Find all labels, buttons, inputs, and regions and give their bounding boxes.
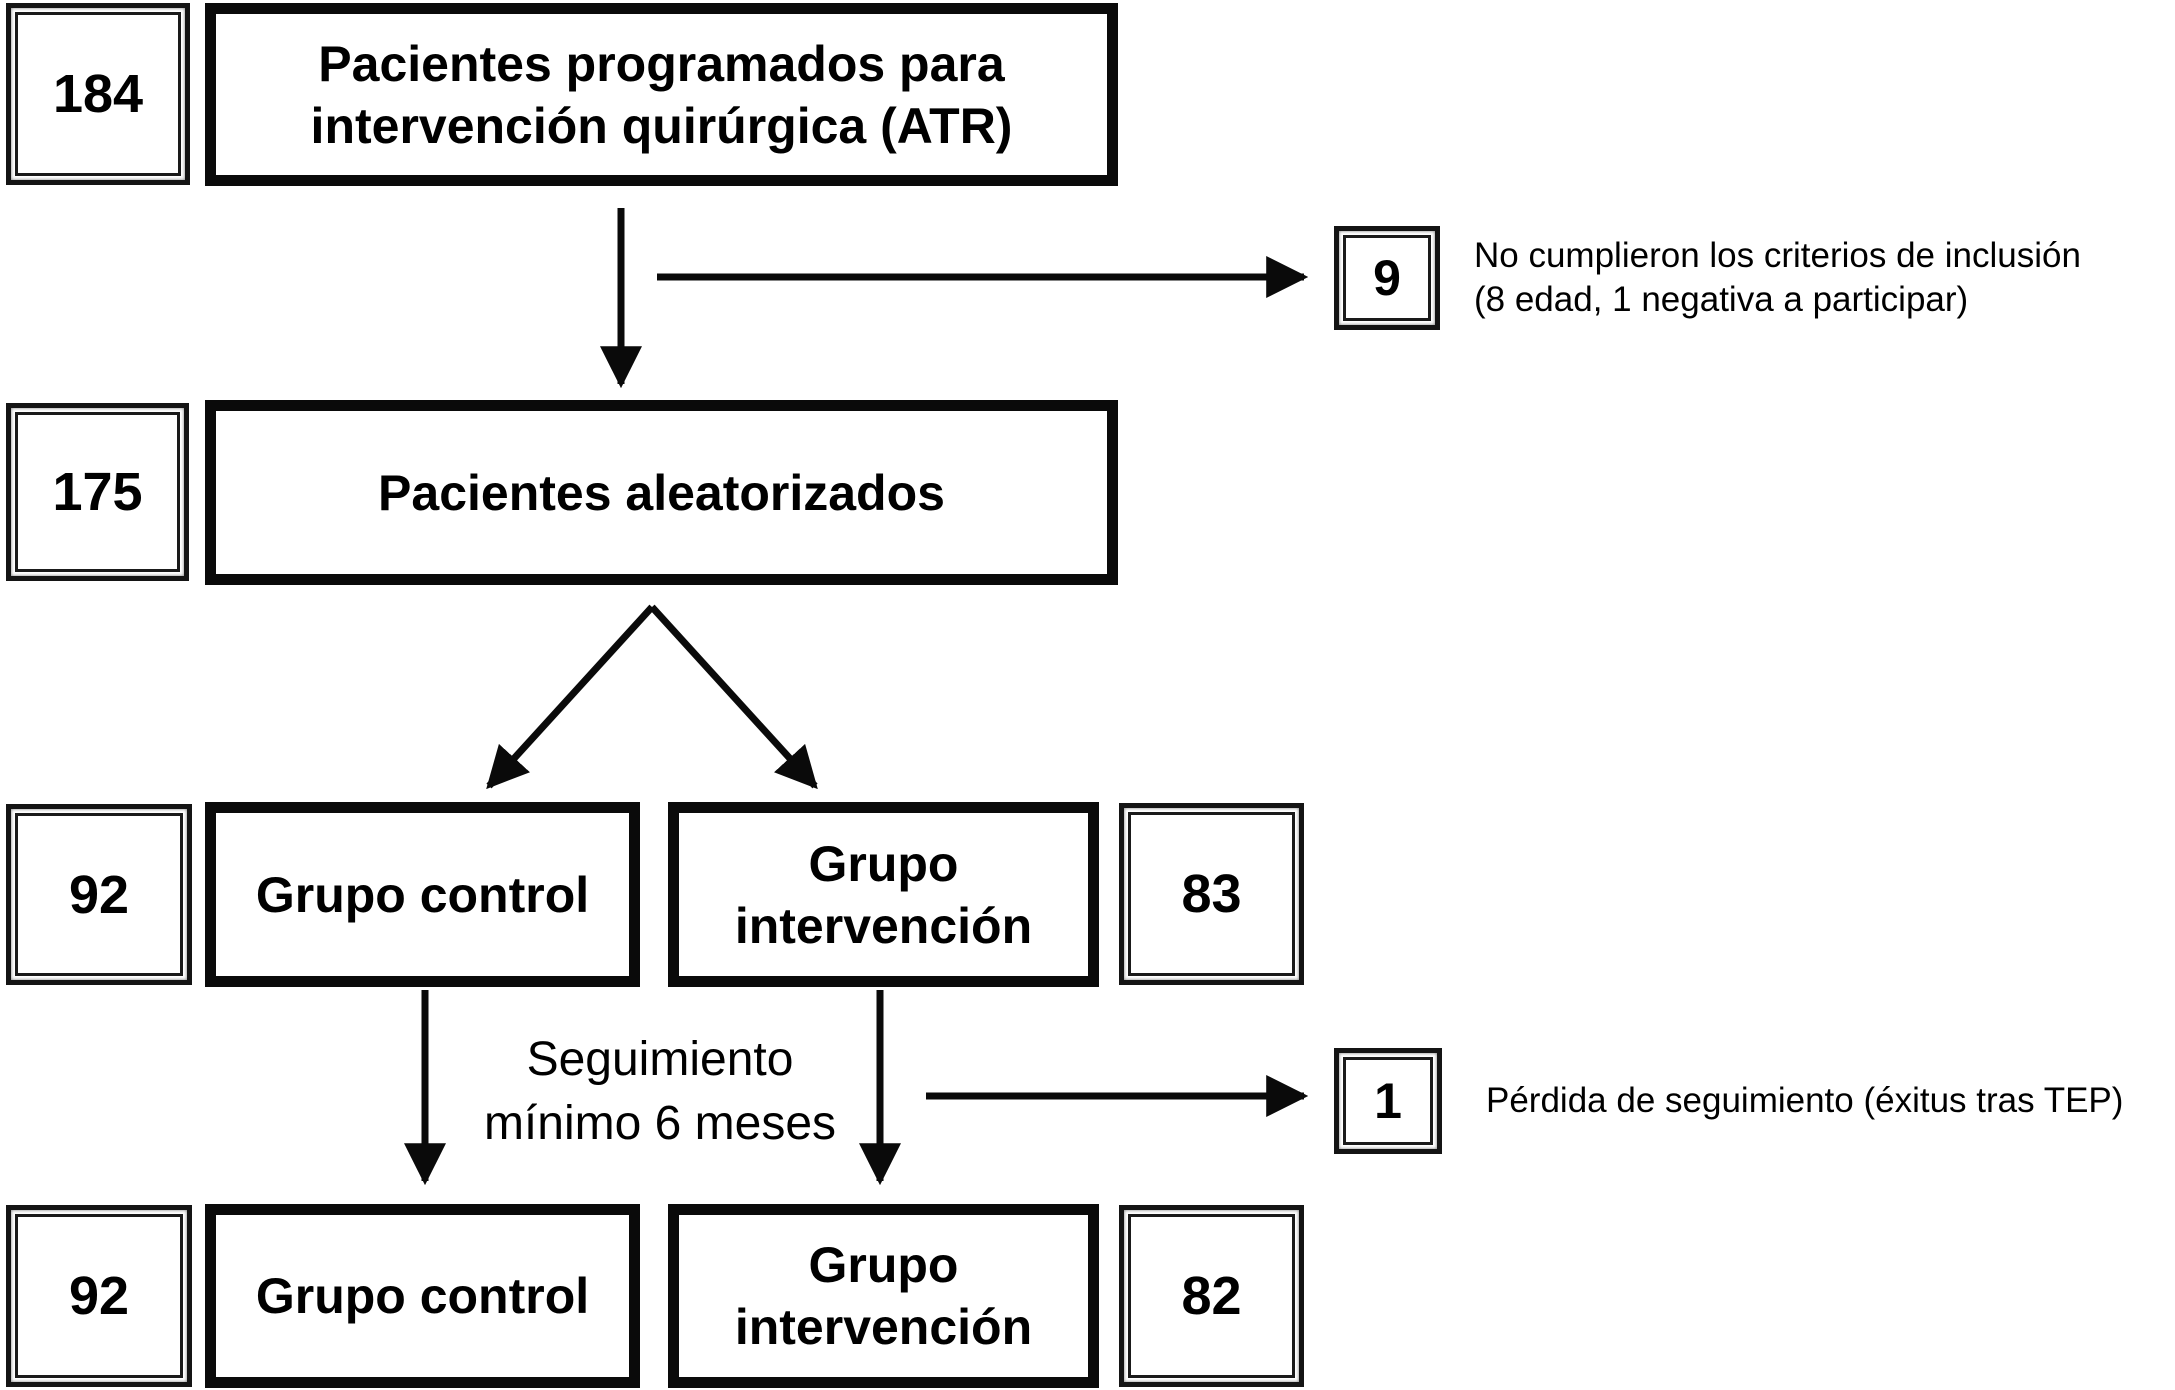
- randomized-label: Pacientes aleatorizados: [378, 464, 945, 521]
- count-control-final: 92: [15, 1214, 183, 1378]
- lost-note: Pérdida de seguimiento (éxitus tras TEP): [1486, 1048, 2123, 1154]
- count-box-intervention-final: 82: [1119, 1205, 1304, 1387]
- followup-caption: Seguimiento mínimo 6 meses: [390, 1028, 930, 1156]
- diagonal-arrow-to-intervention: [649, 604, 818, 790]
- count-box-control-final: 92: [6, 1205, 192, 1387]
- followup-caption-line2: mínimo 6 meses: [483, 1097, 837, 1150]
- count-box-screened: 184: [6, 3, 190, 185]
- count-screened: 184: [15, 12, 181, 176]
- count-randomized: 175: [15, 412, 180, 572]
- count-intervention-final: 82: [1128, 1214, 1295, 1378]
- intervention-final-label-line2: intervención: [734, 1299, 1033, 1355]
- count-box-intervention-allocated: 83: [1119, 803, 1304, 985]
- count-excluded: 9: [1343, 235, 1431, 321]
- flow-box-control-allocated: Grupo control: [205, 802, 640, 987]
- flow-box-intervention-final: Grupo intervención: [668, 1204, 1099, 1388]
- count-lost: 1: [1343, 1057, 1433, 1145]
- control-final-label: Grupo control: [255, 1268, 590, 1324]
- count-box-lost: 1: [1334, 1048, 1442, 1154]
- flow-box-intervention-allocated: Grupo intervención: [668, 802, 1099, 987]
- followup-caption-line1: Seguimiento: [526, 1033, 794, 1086]
- excluded-note-line2: (8 edad, 1 negativa a participar): [1474, 280, 1969, 319]
- count-box-randomized: 175: [6, 403, 189, 581]
- count-box-excluded: 9: [1334, 226, 1440, 330]
- screened-label-line1: Pacientes programados para: [318, 35, 1005, 92]
- intervention-final-label-line1: Grupo: [808, 1237, 959, 1293]
- intervention-allocated-label-line1: Grupo: [808, 835, 959, 892]
- count-control-allocated: 92: [15, 813, 183, 976]
- excluded-note-line1: No cumplieron los criterios de inclusión: [1474, 236, 2081, 275]
- screened-label-line2: intervención quirúrgica (ATR): [310, 97, 1013, 154]
- flow-box-screened: Pacientes programados para intervención …: [205, 3, 1118, 186]
- flow-box-randomized: Pacientes aleatorizados: [205, 400, 1118, 585]
- excluded-note: No cumplieron los criterios de inclusión…: [1474, 222, 2081, 334]
- lost-note-text: Pérdida de seguimiento (éxitus tras TEP): [1486, 1081, 2124, 1120]
- diagonal-arrow-to-control: [486, 604, 655, 790]
- intervention-allocated-label-line2: intervención: [734, 897, 1033, 954]
- count-intervention-allocated: 83: [1128, 812, 1295, 976]
- flow-box-control-final: Grupo control: [205, 1204, 640, 1388]
- control-allocated-label: Grupo control: [255, 866, 590, 923]
- count-box-control-allocated: 92: [6, 804, 192, 985]
